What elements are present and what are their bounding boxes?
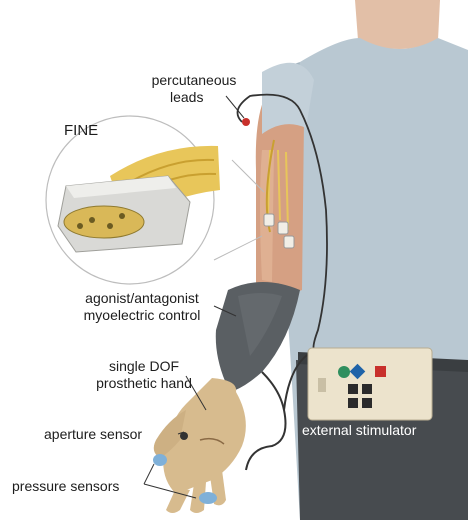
lead-entry-point	[242, 118, 250, 126]
keypad-3	[348, 398, 358, 408]
prosthetic-hand-label: single DOF prosthetic hand	[84, 358, 204, 392]
electrode-pad-3	[284, 236, 294, 248]
circle-button-icon	[338, 366, 350, 378]
percutaneous-leads-label: percutaneous leads	[134, 72, 254, 106]
myo-line2: myoelectric control	[58, 307, 226, 324]
percutaneous-line1: percutaneous	[134, 72, 254, 89]
aperture-sensor-label: aperture sensor	[44, 426, 142, 443]
keypad-1	[348, 384, 358, 394]
keypad-4	[362, 398, 372, 408]
hand-line2: prosthetic hand	[84, 375, 204, 392]
square-button-icon	[375, 366, 386, 377]
myoelectric-control-label: agonist/antagonist myoelectric control	[58, 290, 226, 324]
keypad-2	[362, 384, 372, 394]
fine-inset	[46, 116, 264, 284]
stimulator-slot	[318, 378, 326, 392]
fine-label: FINE	[64, 122, 98, 139]
hand-wire	[246, 372, 286, 470]
external-stimulator	[308, 348, 432, 420]
zoom-line-bottom	[214, 236, 262, 260]
pressure-sensor-finger	[199, 492, 217, 504]
pressure-sensors-label: pressure sensors	[12, 478, 119, 495]
myo-line1: agonist/antagonist	[58, 290, 226, 307]
hand-line1: single DOF	[84, 358, 204, 375]
external-stimulator-label: external stimulator	[302, 422, 416, 439]
nerve-cross-section	[64, 206, 144, 238]
pressure-sensor-thumb	[153, 454, 167, 466]
percutaneous-line2: leads	[134, 89, 254, 106]
electrode-pad-2	[278, 222, 288, 234]
electrode-pad-1	[264, 214, 274, 226]
finger-1	[166, 488, 190, 513]
neck	[355, 0, 440, 49]
